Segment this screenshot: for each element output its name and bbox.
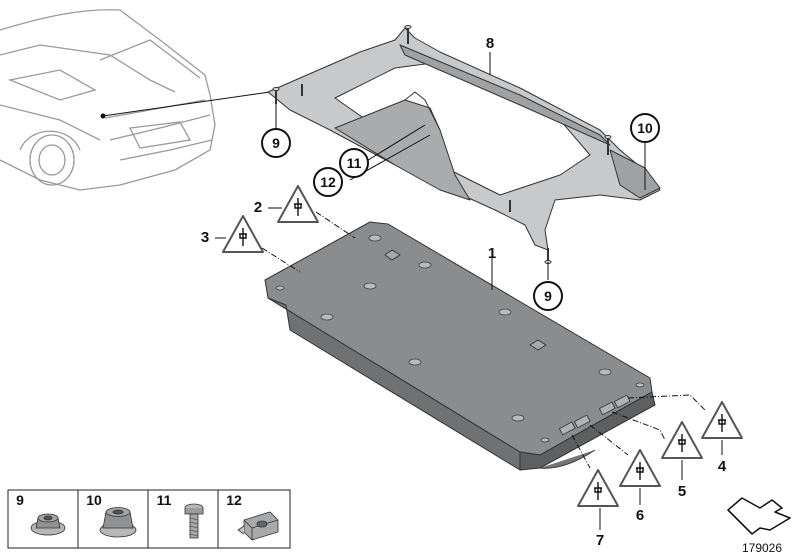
connector-symbol-2 — [277, 185, 319, 223]
vehicle-leader-line — [100, 91, 271, 119]
callout-9a-label: 9 — [272, 135, 280, 151]
callout-2: 2 — [254, 199, 262, 216]
callout-9b-label: 9 — [544, 288, 552, 304]
circled-callout-10: 10 — [630, 113, 660, 143]
callout-11-label: 11 — [347, 155, 362, 171]
callout-7: 7 — [596, 532, 604, 549]
flange-nut-icon — [30, 513, 66, 536]
hex-collar-nut-icon — [99, 507, 137, 538]
orientation-arrow-icon — [727, 497, 791, 535]
callout-10-label: 10 — [637, 120, 653, 136]
control-unit-part-1 — [264, 221, 656, 471]
connector-symbol-6 — [619, 449, 661, 487]
callout-5: 5 — [678, 483, 686, 500]
screw-icon — [184, 503, 204, 539]
connector-symbol-7 — [577, 469, 619, 507]
legend-number-11: 11 — [157, 492, 172, 508]
callout-12-label: 12 — [320, 174, 336, 190]
circled-callout-9b: 9 — [533, 281, 563, 311]
callout-6: 6 — [636, 507, 644, 524]
connector-symbol-4 — [701, 401, 743, 439]
circled-callout-12: 12 — [313, 167, 343, 197]
legend-number-9: 9 — [16, 492, 24, 508]
callout-1: 1 — [488, 245, 496, 262]
callout-3: 3 — [201, 229, 209, 246]
legend-number-10: 10 — [86, 492, 102, 508]
callout-8: 8 — [486, 35, 494, 52]
hardware-legend: 9 10 11 12 — [7, 489, 291, 549]
bracket-part-8 — [267, 25, 661, 264]
vehicle-outline — [0, 9, 216, 191]
circled-callout-9a: 9 — [261, 128, 291, 158]
clip-nut-icon — [237, 511, 279, 541]
connector-symbol-5 — [661, 421, 703, 459]
legend-number-12: 12 — [226, 492, 242, 508]
document-number: 179026 — [742, 541, 782, 555]
callout-4: 4 — [718, 458, 727, 475]
circled-callout-11: 11 — [339, 148, 369, 178]
connector-symbol-3 — [222, 215, 264, 253]
